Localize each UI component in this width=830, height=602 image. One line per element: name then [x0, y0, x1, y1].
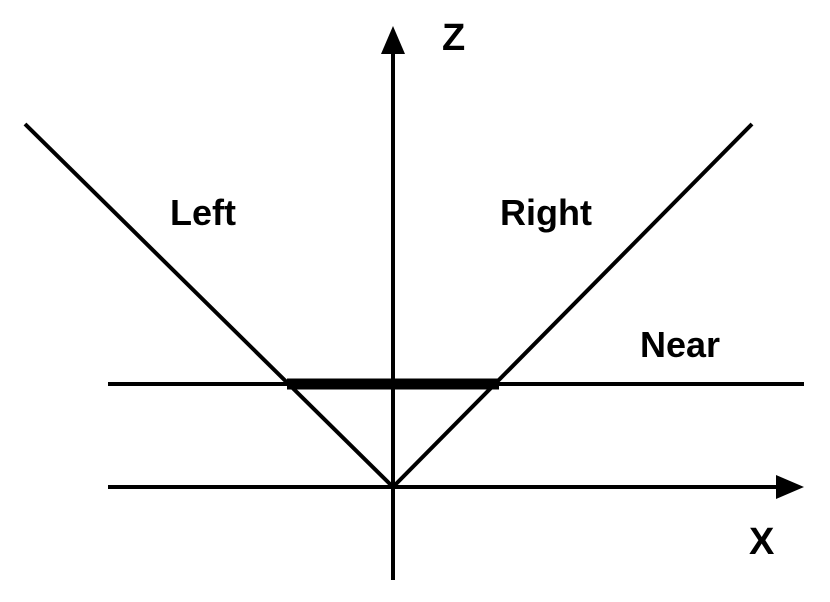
z-axis-arrowhead: [381, 26, 405, 54]
x-axis-label: X: [749, 521, 775, 563]
near-label: Near: [640, 324, 720, 365]
left-plane-line: [23, 122, 395, 489]
left-label: Left: [170, 192, 236, 233]
x-axis-arrowhead: [776, 475, 804, 499]
right-plane-line: [391, 122, 754, 489]
z-axis-label: Z: [442, 17, 465, 59]
right-label: Right: [500, 192, 592, 233]
